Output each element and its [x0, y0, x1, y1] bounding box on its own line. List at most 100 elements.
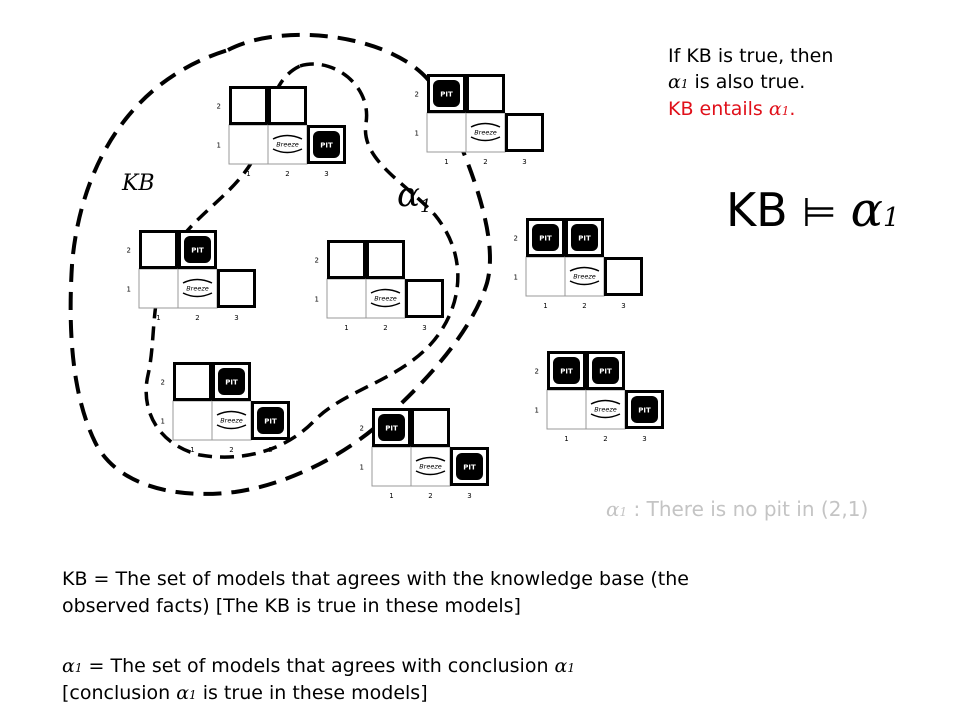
- grid-row-label: 2: [127, 247, 131, 255]
- grid-cell: [177, 268, 218, 309]
- pit-label: PIT: [385, 425, 398, 433]
- grid-cell: [228, 124, 269, 165]
- pit-icon: [631, 396, 658, 423]
- statement-line-2: α1 is also true.: [668, 71, 806, 93]
- grid-cell: [411, 408, 450, 447]
- grid-cell: [405, 279, 444, 318]
- pit-icon: [184, 236, 211, 263]
- pit-icon: [433, 80, 460, 107]
- grid-row-label: 2: [217, 103, 221, 111]
- pit-label: PIT: [225, 379, 238, 387]
- pit-icon: [313, 131, 340, 158]
- grid-row-label: 2: [161, 379, 165, 387]
- grid-col-label: 1: [246, 170, 250, 178]
- kb-note-line-1: KB = The set of models that agrees with …: [62, 568, 689, 590]
- grid-col-label: 1: [543, 302, 547, 310]
- breeze-label: Breeze: [186, 285, 209, 293]
- grid-cell: [268, 86, 307, 125]
- kb-region-label: KB: [121, 171, 155, 196]
- grid-row-label: 1: [514, 274, 518, 282]
- grid-cell: [326, 278, 367, 319]
- grid-cell: [229, 86, 268, 125]
- grid-col-label: 3: [234, 314, 238, 322]
- grid-row-label: 1: [315, 296, 319, 304]
- pit-label: PIT: [539, 235, 552, 243]
- grid-row-label: 1: [415, 130, 419, 138]
- grid-row-label: 2: [514, 235, 518, 243]
- breeze-icon: [182, 278, 213, 298]
- alpha-symbol: α: [768, 98, 782, 120]
- grid-col-label: 1: [156, 314, 160, 322]
- grid-row-label: 1: [535, 407, 539, 415]
- pit-label: PIT: [264, 418, 277, 426]
- grid-cell: [327, 240, 366, 279]
- pit-icon: [571, 224, 598, 251]
- pit-icon: [553, 357, 580, 384]
- grid-row-label: 1: [161, 418, 165, 426]
- statement-line-1: If KB is true, then: [668, 45, 834, 67]
- breeze-label: Breeze: [594, 406, 617, 414]
- breeze-label: Breeze: [276, 141, 299, 149]
- alpha-region-boundary: [144, 62, 460, 459]
- pit-label: PIT: [560, 368, 573, 376]
- grid-col-label: 2: [195, 314, 199, 322]
- alpha-definition: α1 : There is no pit in (2,1): [606, 497, 869, 521]
- grid-col-label: 3: [467, 492, 471, 500]
- grid-col-label: 2: [582, 302, 586, 310]
- grid-col-label: 3: [324, 170, 328, 178]
- pit-icon: [592, 357, 619, 384]
- breeze-icon: [370, 288, 401, 308]
- breeze-icon: [216, 410, 247, 430]
- grid-col-label: 2: [428, 492, 432, 500]
- statement-line-3: KB entails α1.: [668, 98, 796, 120]
- pit-label: PIT: [440, 91, 453, 99]
- grid-col-label: 1: [564, 435, 568, 443]
- pit-label: PIT: [578, 235, 591, 243]
- grid-cell: [365, 278, 406, 319]
- pit-icon: [456, 453, 483, 480]
- pit-label: PIT: [320, 142, 333, 150]
- grid-col-label: 1: [190, 446, 194, 454]
- breeze-label: Breeze: [220, 417, 243, 425]
- breeze-label: Breeze: [573, 273, 596, 281]
- grid-col-label: 2: [383, 324, 387, 332]
- pit-icon: [532, 224, 559, 251]
- breeze-icon: [569, 266, 600, 286]
- grid-col-label: 2: [285, 170, 289, 178]
- grid-col-label: 1: [444, 158, 448, 166]
- grid-col-label: 3: [268, 446, 272, 454]
- grid-cell: [217, 269, 256, 308]
- grid-cell: [466, 74, 505, 113]
- model-grid-m5: PIT PIT Breeze 2 1 1 2 3: [161, 362, 290, 454]
- grid-cell: [426, 112, 467, 153]
- grid-cell: [138, 268, 179, 309]
- grid-row-label: 2: [360, 425, 364, 433]
- grid-cell: [172, 400, 213, 441]
- pit-label: PIT: [638, 407, 651, 415]
- breeze-label: Breeze: [419, 463, 442, 471]
- grid-cell: [505, 113, 544, 152]
- breeze-icon: [415, 456, 446, 476]
- breeze-label: Breeze: [474, 129, 497, 137]
- breeze-icon: [470, 122, 501, 142]
- grid-col-label: 2: [229, 446, 233, 454]
- grid-row-label: 2: [415, 91, 419, 99]
- grid-cell: [173, 362, 212, 401]
- breeze-icon: [590, 399, 621, 419]
- kb-entails-alpha-expression: KB⊨α1: [726, 182, 900, 238]
- grid-col-label: 3: [621, 302, 625, 310]
- grid-col-label: 1: [389, 492, 393, 500]
- kb-note-line-2: observed facts) [The KB is true in these…: [62, 595, 521, 617]
- breeze-icon: [272, 134, 303, 154]
- grid-row-label: 1: [127, 286, 131, 294]
- grid-cell: [525, 256, 566, 297]
- grid-cell: [371, 446, 412, 487]
- grid-row-label: 1: [360, 464, 364, 472]
- grid-col-label: 2: [483, 158, 487, 166]
